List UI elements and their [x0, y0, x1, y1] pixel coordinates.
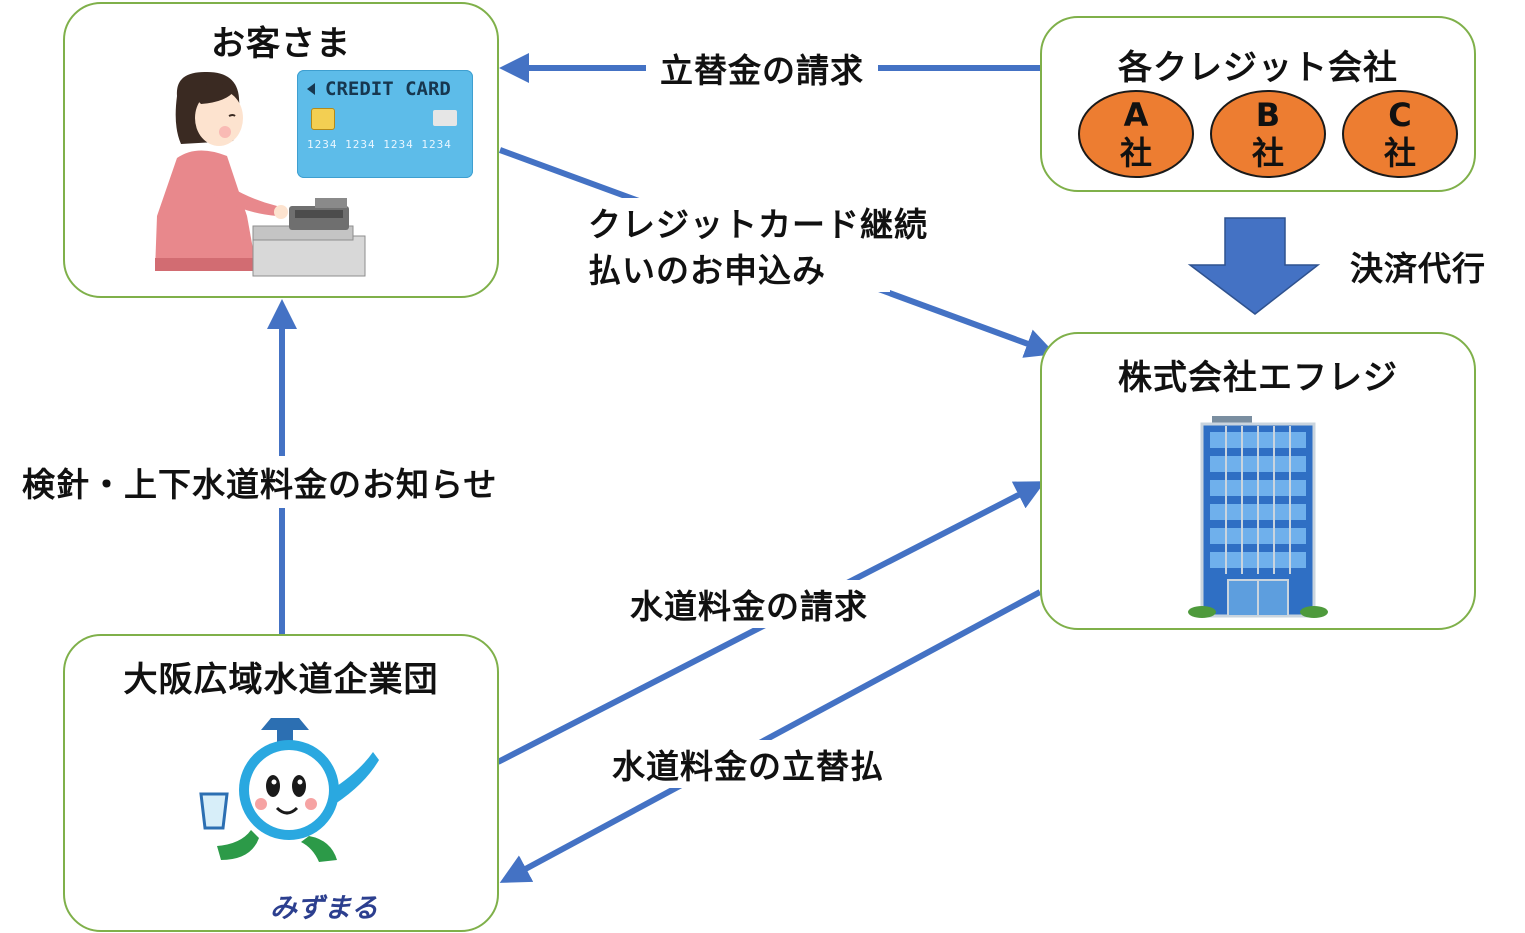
customer-node: お客さま CREDIT CARD 1234 1234 1234 1234 [63, 2, 499, 298]
company-c-suffix: 社 [1383, 134, 1416, 172]
label-advance-billing: 立替金の請求 [646, 44, 878, 92]
label-water-bill-payment: 水道料金の立替払 [612, 740, 884, 788]
credit-companies-node: 各クレジット会社 A 社 B 社 C 社 [1040, 16, 1476, 192]
company-a-suffix: 社 [1119, 134, 1152, 172]
eflage-node: 株式会社エフレジ [1040, 332, 1476, 630]
card-chip-icon [311, 108, 335, 130]
credit-card-illustration: CREDIT CARD 1234 1234 1234 1234 [297, 70, 473, 178]
arrow-water-bill-payment [499, 589, 1042, 883]
company-c-oval: C 社 [1342, 90, 1458, 178]
company-c-letter: C [1388, 96, 1412, 134]
label-credit-application-1: クレジットカード継続 [588, 198, 928, 246]
card-hologram-icon [433, 110, 457, 126]
woman-at-register-illustration [155, 71, 366, 277]
company-a-oval: A 社 [1078, 90, 1194, 178]
company-b-oval: B 社 [1210, 90, 1326, 178]
water-utility-node: 大阪広域水道企業団 みずまる [63, 634, 499, 932]
card-label: CREDIT CARD [325, 78, 451, 100]
card-play-icon [307, 83, 315, 95]
water-utility-title: 大阪広域水道企業団 [123, 660, 439, 700]
label-settlement-agency: 決済代行 [1350, 249, 1486, 288]
card-numbers: 1234 1234 1234 1234 [307, 138, 452, 151]
mizumaru-mascot-illustration [199, 718, 379, 862]
eflage-title: 株式会社エフレジ [1118, 358, 1398, 398]
company-b-suffix: 社 [1251, 134, 1284, 172]
arrow-settlement-agency [1187, 217, 1321, 315]
company-b-letter: B [1255, 96, 1281, 134]
company-a-letter: A [1123, 96, 1149, 134]
label-water-bill-request: 水道料金の請求 [630, 580, 868, 628]
office-building-illustration [1188, 416, 1328, 618]
credit-companies-title: 各クレジット会社 [1118, 48, 1398, 88]
mascot-name: みずまる [270, 893, 378, 924]
label-meter-notice: 検針・上下水道料金のお知らせ [22, 456, 498, 508]
customer-title: お客さま [211, 24, 351, 64]
label-credit-application-2: 払いのお申込み [588, 244, 890, 292]
